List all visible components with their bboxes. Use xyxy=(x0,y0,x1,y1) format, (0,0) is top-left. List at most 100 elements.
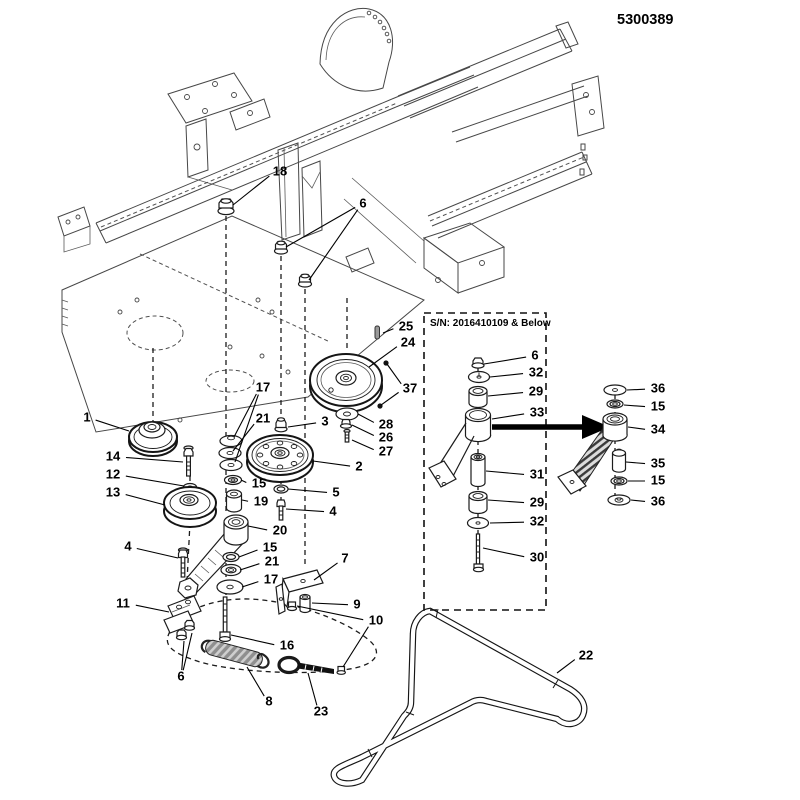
callout-31-38: 31 xyxy=(485,466,544,481)
callout-30-41: 30 xyxy=(482,547,544,564)
callout-number: 12 xyxy=(106,466,120,481)
callout-11-28: 11 xyxy=(116,595,170,613)
leader-line xyxy=(241,581,259,588)
callout-number: 18 xyxy=(273,163,287,178)
callout-33-37: 33 xyxy=(491,404,544,420)
callout-25-2: 25 xyxy=(382,318,413,334)
callout-19-18: 19 xyxy=(241,493,268,508)
washer-21b xyxy=(220,563,242,577)
leader-line xyxy=(240,479,247,483)
callout-17-13: 17 xyxy=(233,379,270,463)
serial-number-inset-box: S/N: 2016410109 & Below xyxy=(423,312,551,611)
callout-18-0: 18 xyxy=(232,163,287,206)
idler-arm-20 xyxy=(177,514,249,599)
flange-nut-18 xyxy=(217,198,235,216)
bolt-4b xyxy=(177,547,189,578)
callout-number: 6 xyxy=(359,195,366,210)
leader-line xyxy=(95,419,130,432)
leader-line xyxy=(125,494,166,506)
engine-pulley-24 xyxy=(309,353,383,413)
callout-number: 35 xyxy=(651,455,665,470)
callout-4-21: 4 xyxy=(124,538,179,559)
callout-number: 17 xyxy=(264,571,278,586)
callout-17-24: 17 xyxy=(241,571,278,588)
callout-number: 13 xyxy=(106,484,120,499)
callout-37-4: 37 xyxy=(380,363,417,406)
callout-28-6: 28 xyxy=(357,413,393,431)
callout-number: 36 xyxy=(651,493,665,508)
leader-line xyxy=(627,426,646,430)
washer-15a xyxy=(223,474,243,486)
callout-number: 32 xyxy=(530,513,544,528)
bolt-14 xyxy=(183,445,194,477)
leader-line xyxy=(482,547,525,558)
leader-line xyxy=(625,461,646,465)
callout-number: 21 xyxy=(265,553,279,568)
callout-2-15: 2 xyxy=(312,458,363,473)
leader-line xyxy=(285,206,356,248)
callout-15-43: 15 xyxy=(623,398,665,413)
leader-line xyxy=(351,424,375,436)
spacer-9 xyxy=(299,593,311,614)
bracket-11 xyxy=(163,595,202,634)
callout-9-26: 9 xyxy=(311,596,361,611)
idler-pulley-1 xyxy=(128,421,178,457)
callout-20-20: 20 xyxy=(247,522,287,537)
leader-line xyxy=(241,499,249,502)
leader-line xyxy=(247,525,268,531)
callout-number: 26 xyxy=(379,429,393,444)
callout-number: 21 xyxy=(256,410,270,425)
callout-23-32: 23 xyxy=(307,672,328,718)
callout-16-29: 16 xyxy=(230,634,294,652)
callout-10-27: 10 xyxy=(296,605,383,668)
callout-32-35: 32 xyxy=(489,364,543,379)
leader-line xyxy=(307,672,318,706)
callout-number: 3 xyxy=(321,413,328,428)
callout-number: 1 xyxy=(83,409,90,424)
callout-number: 2 xyxy=(355,458,362,473)
leader-line xyxy=(239,563,260,571)
callout-22-33: 22 xyxy=(556,647,593,674)
callout-number: 15 xyxy=(651,398,665,413)
callout-14-10: 14 xyxy=(106,448,184,463)
callout-number: 29 xyxy=(529,383,543,398)
washer-5 xyxy=(273,484,289,494)
leader-line xyxy=(556,659,576,674)
callout-36-42: 36 xyxy=(626,380,665,395)
callout-number: 33 xyxy=(530,404,544,419)
idler-pulley-13 xyxy=(163,486,217,528)
nut-10b xyxy=(336,665,346,675)
flange-nut-6d xyxy=(175,629,188,641)
flange-nut-6b xyxy=(297,273,313,288)
leader-line xyxy=(351,439,374,451)
leader-line xyxy=(386,363,402,385)
callout-number: 37 xyxy=(403,380,417,395)
leader-line xyxy=(485,470,525,476)
eye-bolt-23 xyxy=(277,655,334,675)
callout-number: 16 xyxy=(280,637,294,652)
leader-line xyxy=(623,404,646,408)
leader-line xyxy=(382,328,394,334)
leader-line xyxy=(308,209,359,281)
callout-29-36: 29 xyxy=(487,383,543,398)
leader-line xyxy=(312,460,351,467)
leader-line xyxy=(489,373,524,378)
callout-21-14: 21 xyxy=(232,410,270,452)
leader-line xyxy=(487,499,525,504)
callout-number: 25 xyxy=(399,318,413,333)
callout-number: 28 xyxy=(379,416,393,431)
leader-line xyxy=(380,391,399,406)
callout-number: 15 xyxy=(651,472,665,487)
callout-6-1: 6 xyxy=(285,195,367,281)
bolt-16 xyxy=(218,596,232,642)
chassis-frame xyxy=(57,7,605,433)
callout-6-30: 6 xyxy=(177,632,193,683)
flange-nut-6a xyxy=(273,240,289,255)
callout-number: 36 xyxy=(651,380,665,395)
leader-line xyxy=(489,521,525,524)
leader-line xyxy=(630,499,646,503)
callout-number: 32 xyxy=(529,364,543,379)
callout-1-9: 1 xyxy=(83,409,130,432)
spindle-pulley-2 xyxy=(246,434,314,483)
